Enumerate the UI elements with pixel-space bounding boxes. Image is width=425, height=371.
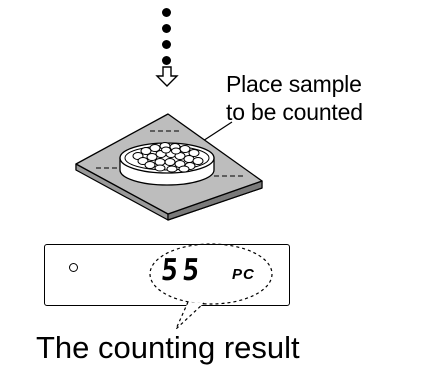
caption-line-2: to be counted <box>226 99 363 125</box>
display-unit: PC <box>232 266 255 283</box>
instruction-caption: Place sample to be counted <box>226 70 363 126</box>
sample-pieces <box>132 142 204 173</box>
down-arrow-icon <box>155 66 179 87</box>
stable-mark-icon <box>69 263 78 272</box>
counting-result-label: The counting result <box>36 330 300 365</box>
vertical-ellipsis-icon <box>160 8 174 68</box>
caption-line-1: Place sample <box>226 71 362 97</box>
balance-display: 55 PC <box>44 244 290 306</box>
